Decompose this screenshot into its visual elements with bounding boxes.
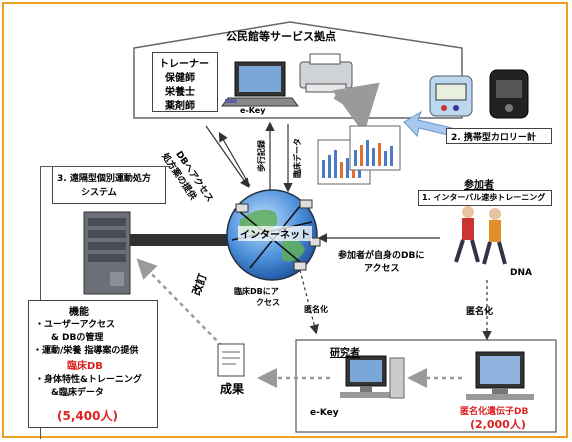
improvement-arrow <box>136 258 223 347</box>
network-band <box>130 234 240 246</box>
clinical-data-label: 臨床データ <box>293 138 302 178</box>
clinical-access-line1: 臨床DBにア <box>234 287 279 296</box>
server-icon <box>83 211 131 295</box>
service-center-title: 公民館等サービス拠点 <box>226 30 336 43</box>
printer-icon <box>299 53 353 93</box>
staff-trainer: トレーナー <box>159 59 209 70</box>
system-title-box: 3. 遠隔型個別運動処方 システム <box>52 166 166 204</box>
participant-access-line1: 参加者が自身のDBに <box>338 251 425 261</box>
clinical-db-item-1: ・身体特性&トレーニング <box>35 375 142 385</box>
participant-anonymize-label: 匿名化 <box>466 307 494 317</box>
research-pc-icon <box>340 355 405 399</box>
clinical-db-count: (5,400人) <box>57 409 118 423</box>
results-label: 成果 <box>220 382 245 396</box>
globe-anonymize-arrow <box>299 269 319 335</box>
function-item-3: ・運動/栄養 指導案の提供 <box>33 346 139 356</box>
globe-anonymize-label: 匿名化 <box>304 305 328 314</box>
calorie-meter-icon <box>429 69 529 119</box>
clinical-access-line2: クセス <box>256 298 280 307</box>
staff-pharmacist: 薬剤師 <box>165 101 195 112</box>
research-box <box>295 339 557 433</box>
training-label-box: 1. インターバル速歩トレーニング <box>418 190 552 206</box>
clinical-db-title: 臨床DB <box>67 361 103 372</box>
steps-label: 歩行記録 <box>257 140 266 172</box>
gene-db-title: 匿名化遺伝子DB <box>460 407 529 417</box>
service-ekey-label: e-Key <box>240 106 266 115</box>
staff-dietitian: 栄養士 <box>165 87 195 98</box>
db-access-arrow <box>205 125 250 188</box>
results-doc-icon <box>217 343 245 377</box>
functions-heading: 機能 <box>69 307 89 318</box>
research-title: 研究者 <box>330 348 360 359</box>
report-chart-icon <box>317 125 401 185</box>
prescription-arrow <box>218 131 251 187</box>
laptop-icon <box>221 61 299 107</box>
dna-label: DNA <box>510 268 532 278</box>
portable-meter-label-box: 2. 携帯型カロリー計 <box>446 128 552 144</box>
system-title-line1: 3. 遠隔型個別運動処方 <box>57 174 151 184</box>
function-item-1: ・ユーザーアクセス <box>35 320 116 330</box>
functions-box: 機能 ・ユーザーアクセス & DBの管理 ・運動/栄養 指導案の提供 臨床DB … <box>28 300 158 428</box>
portable-meter-label: 2. 携帯型カロリー計 <box>451 133 536 143</box>
gene-db-pc-icon <box>466 351 534 400</box>
gene-db-count: (2,000人) <box>470 418 526 431</box>
internet-label: インターネット <box>238 226 312 241</box>
function-item-2: & DBの管理 <box>51 333 104 343</box>
clinical-db-item-2: &臨床データ <box>51 388 104 398</box>
participants-heading: 参加者 <box>464 180 494 191</box>
printer-to-report-arrow <box>332 82 380 134</box>
ekey-icon <box>225 99 237 103</box>
training-label: 1. インターバル速歩トレーニング <box>422 193 546 202</box>
staff-nurse: 保健師 <box>165 73 195 84</box>
walkers-icon <box>454 206 507 265</box>
participant-access-line2: アクセス <box>364 264 400 274</box>
system-title-line2: システム <box>81 188 117 198</box>
staff-list: トレーナー 保健師 栄養士 薬剤師 <box>152 52 218 112</box>
research-ekey-label: e-Key <box>310 408 339 418</box>
